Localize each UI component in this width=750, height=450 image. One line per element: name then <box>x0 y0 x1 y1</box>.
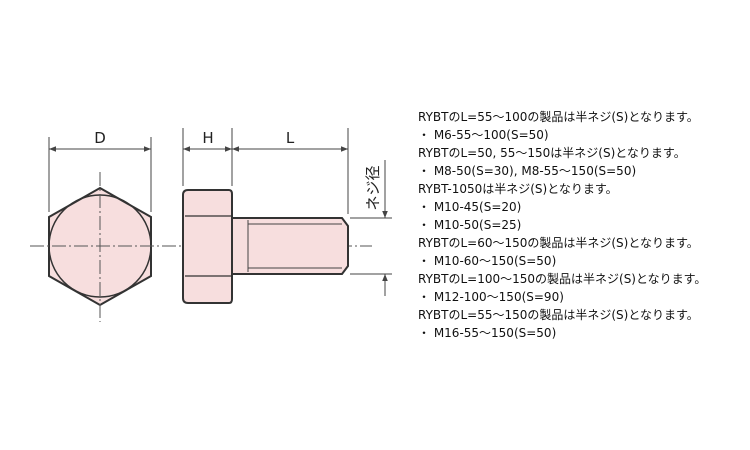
label-L: L <box>286 129 295 147</box>
note-spec-item: ・ M12-100～150(S=90) <box>418 290 564 304</box>
bolt-shank <box>231 217 349 275</box>
note-heading: RYBTのL=50, 55～150は半ネジ(S)となります。 <box>418 146 686 160</box>
dimension-thread-diameter: ネジ径 <box>350 160 392 296</box>
bolt-side-view <box>182 189 349 304</box>
note-spec-item: ・ M10-50(S=25) <box>418 218 522 232</box>
note-spec-item: ・ M10-60～150(S=50) <box>418 254 557 268</box>
note-heading: RYBTのL=55～150の製品は半ネジ(S)となります。 <box>418 308 699 322</box>
note-spec-item: ・ M8-50(S=30), M8-55～150(S=50) <box>418 164 637 178</box>
specification-notes: RYBTのL=55～100の製品は半ネジ(S)となります。・ M6-55～100… <box>418 108 748 342</box>
label-D: D <box>94 129 106 147</box>
bolt-head <box>182 189 233 304</box>
note-heading: RYBTのL=100～150の製品は半ネジ(S)となります。 <box>418 272 707 286</box>
label-thread-diameter: ネジ径 <box>364 165 382 210</box>
note-spec-item: ・ M16-55～150(S=50) <box>418 326 557 340</box>
dimension-D: D <box>48 129 152 212</box>
note-heading: RYBT-1050は半ネジ(S)となります。 <box>418 182 618 196</box>
note-spec-item: ・ M10-45(S=20) <box>418 200 522 214</box>
note-spec-item: ・ M6-55～100(S=50) <box>418 128 549 142</box>
hex-head-end-view <box>48 172 152 322</box>
note-heading: RYBTのL=55～100の製品は半ネジ(S)となります。 <box>418 110 699 124</box>
label-H: H <box>202 129 213 147</box>
dimension-H-L: H L <box>182 128 349 214</box>
note-heading: RYBTのL=60～150の製品は半ネジ(S)となります。 <box>418 236 699 250</box>
